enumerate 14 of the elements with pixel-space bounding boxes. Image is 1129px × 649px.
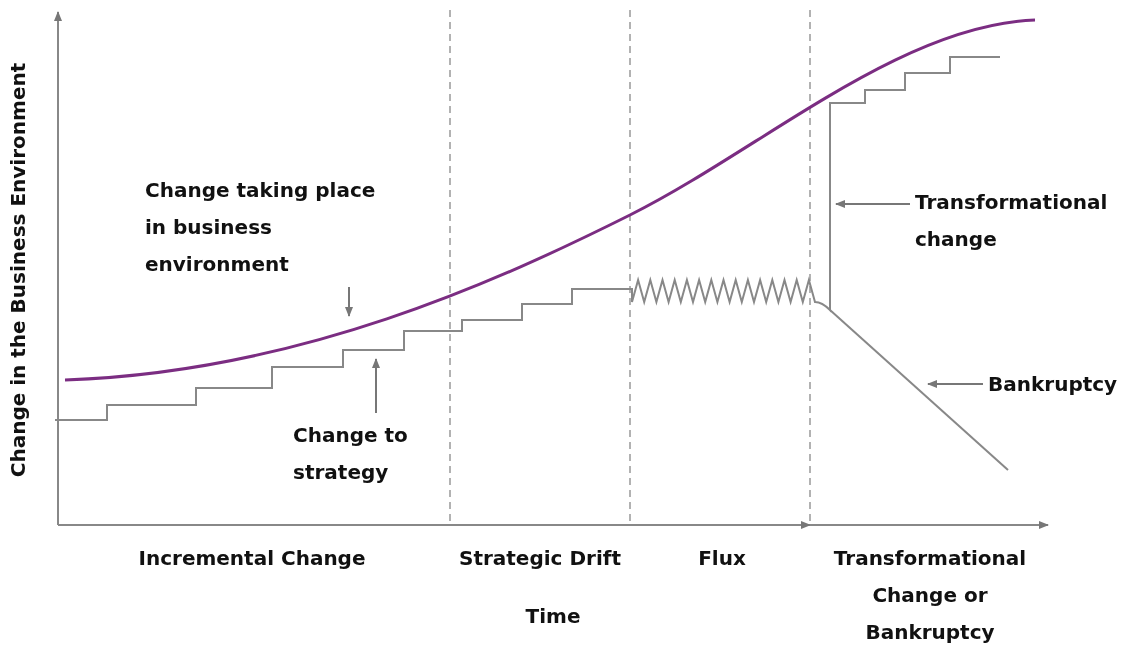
annotation-text: Change to strategy	[293, 417, 428, 491]
leader-arrow	[372, 358, 380, 414]
leader-arrow	[835, 200, 911, 208]
phase-label: Flux	[697, 545, 747, 572]
phase-label: Transformational Change or Bankruptcy	[832, 545, 1028, 646]
leader-arrow	[927, 380, 984, 388]
axis-title: Time	[524, 603, 582, 630]
annotation-text: Transformational change	[915, 184, 1125, 258]
phase-label: Incremental Change	[137, 545, 367, 572]
annotation-text: Change taking place in business environment	[145, 172, 395, 283]
axis-title: Change in the Business Environment	[5, 62, 30, 478]
leader-arrow	[345, 286, 353, 317]
phase-label: Strategic Drift	[458, 545, 622, 572]
annotation-text: Bankruptcy	[988, 366, 1118, 403]
